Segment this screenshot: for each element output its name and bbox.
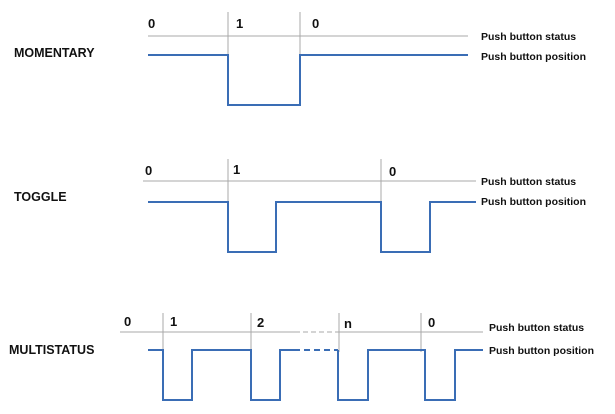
multistatus-position-waveform-a bbox=[148, 349, 294, 401]
momentary-position-label: Push button position bbox=[481, 51, 586, 63]
multistatus-state-3: n bbox=[344, 316, 352, 331]
multistatus-state-1: 1 bbox=[170, 314, 177, 329]
momentary-state-0: 0 bbox=[148, 16, 155, 31]
toggle-status-label: Push button status bbox=[481, 176, 576, 188]
toggle-title: TOGGLE bbox=[14, 190, 67, 204]
momentary-section: MOMENTARY 0 1 0 Push button status Push … bbox=[14, 12, 586, 106]
multistatus-section: MULTISTATUS 0 1 2 n 0 Push button status… bbox=[9, 313, 594, 401]
toggle-state-0: 0 bbox=[145, 163, 152, 178]
toggle-section: TOGGLE 0 1 0 Push button status Push but… bbox=[14, 159, 586, 253]
momentary-state-2: 0 bbox=[312, 16, 319, 31]
multistatus-state-0: 0 bbox=[124, 314, 131, 329]
momentary-title: MOMENTARY bbox=[14, 46, 95, 60]
toggle-state-2: 0 bbox=[389, 164, 396, 179]
toggle-position-waveform bbox=[148, 201, 476, 253]
multistatus-state-2: 2 bbox=[257, 315, 264, 330]
multistatus-position-label: Push button position bbox=[489, 345, 594, 357]
momentary-status-label: Push button status bbox=[481, 31, 576, 43]
momentary-state-1: 1 bbox=[236, 16, 243, 31]
multistatus-position-waveform-b bbox=[337, 349, 483, 401]
toggle-position-label: Push button position bbox=[481, 196, 586, 208]
multistatus-title: MULTISTATUS bbox=[9, 343, 94, 357]
multistatus-status-label: Push button status bbox=[489, 322, 584, 334]
multistatus-state-4: 0 bbox=[428, 315, 435, 330]
momentary-position-waveform bbox=[148, 54, 468, 106]
toggle-state-1: 1 bbox=[233, 162, 240, 177]
